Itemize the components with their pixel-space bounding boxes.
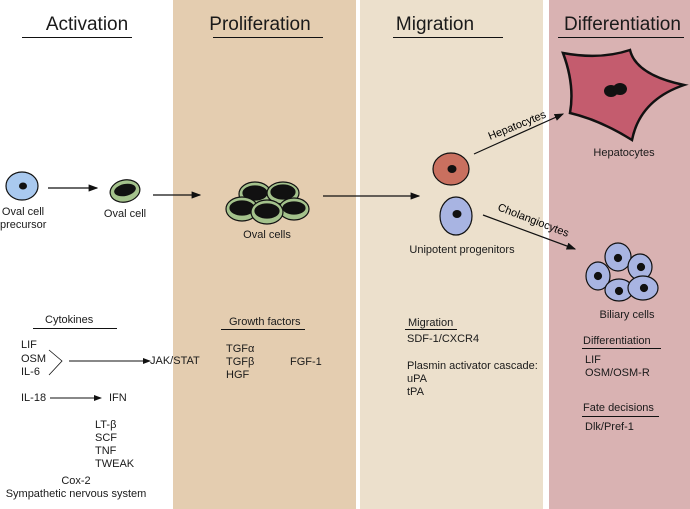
label-oval-cells: Oval cells	[243, 229, 291, 241]
factor-scf: SCF	[95, 432, 117, 444]
biliary-cells-icon	[585, 242, 659, 302]
plasmin-cascade-title: Plasmin activator cascade:	[407, 360, 538, 372]
differentiation-section-title: Differentiation	[583, 335, 651, 347]
factor-tpa: tPA	[407, 386, 424, 398]
factor-sdf1-cxcr4: SDF-1/CXCR4	[407, 333, 480, 345]
header-underline	[22, 37, 132, 38]
fate-decisions-title: Fate decisions	[583, 402, 654, 414]
cytokine-osm: OSM	[21, 353, 47, 365]
section-underline	[582, 416, 659, 417]
stage-title-proliferation: Proliferation	[209, 14, 311, 35]
hepatocyte-progenitor-icon	[432, 152, 470, 186]
migration-section-title: Migration	[408, 317, 454, 329]
factor-upa: uPA	[407, 373, 427, 385]
cytokine-lif: LIF	[21, 339, 37, 351]
arrow-to-cholangiocytes	[482, 214, 577, 250]
ifn: IFN	[109, 392, 127, 404]
factor-hgf: HGF	[226, 369, 250, 381]
arrow-to-hepatocytes	[473, 113, 565, 155]
cytokines-title: Cytokines	[45, 314, 94, 326]
section-underline	[405, 329, 457, 330]
section-underline	[582, 348, 661, 349]
hepatocyte-icon	[561, 48, 689, 143]
cytokine-il6: IL-6	[21, 366, 40, 378]
factor-osm-osmr: OSM/OSM-R	[585, 367, 650, 379]
jak-stat: JAK/STAT	[150, 355, 200, 367]
header-underline	[393, 37, 503, 38]
factor-tgf-beta: TGFβ	[226, 356, 255, 368]
cytokine-il18: IL-18	[21, 392, 47, 404]
oval-cells-cluster-icon	[225, 181, 310, 225]
oval-cell-precursor-icon	[5, 171, 39, 201]
label-unipotent-progenitors: Unipotent progenitors	[409, 244, 515, 256]
stage-title-migration: Migration	[395, 14, 475, 35]
stage-title-differentiation: Differentiation	[564, 14, 681, 35]
bracket	[48, 349, 63, 376]
oval-cell-icon	[109, 179, 141, 203]
factor-cox2: Cox-2	[61, 475, 91, 487]
header-underline	[558, 37, 684, 38]
migration-panel	[360, 0, 543, 509]
section-underline	[33, 328, 117, 329]
factor-tnf: TNF	[95, 445, 117, 457]
factor-lif: LIF	[585, 354, 601, 366]
factor-lt-beta: LT-β	[95, 419, 117, 431]
label-biliary-cells: Biliary cells	[599, 309, 655, 321]
stage-title-activation: Activation	[45, 14, 129, 35]
label-oval-cell: Oval cell	[103, 208, 147, 220]
growth-factors-title: Growth factors	[229, 316, 301, 328]
factor-dlk-pref1: Dlk/Pref-1	[585, 421, 634, 433]
label-oval-cell-precursor: Oval cell precursor	[0, 206, 47, 231]
factor-tweak: TWEAK	[95, 458, 135, 470]
label-hepatocytes: Hepatocytes	[593, 147, 655, 159]
cholangiocyte-progenitor-icon	[439, 196, 473, 236]
factor-sns: Sympathetic nervous system	[5, 488, 147, 500]
section-underline	[221, 329, 305, 330]
arrow-label-hepatocytes: Hepatocytes	[487, 109, 549, 143]
factor-tgf-alpha: TGFα	[226, 343, 255, 355]
factor-fgf1: FGF-1	[290, 356, 322, 368]
header-underline	[213, 37, 323, 38]
proliferation-panel	[173, 0, 356, 509]
